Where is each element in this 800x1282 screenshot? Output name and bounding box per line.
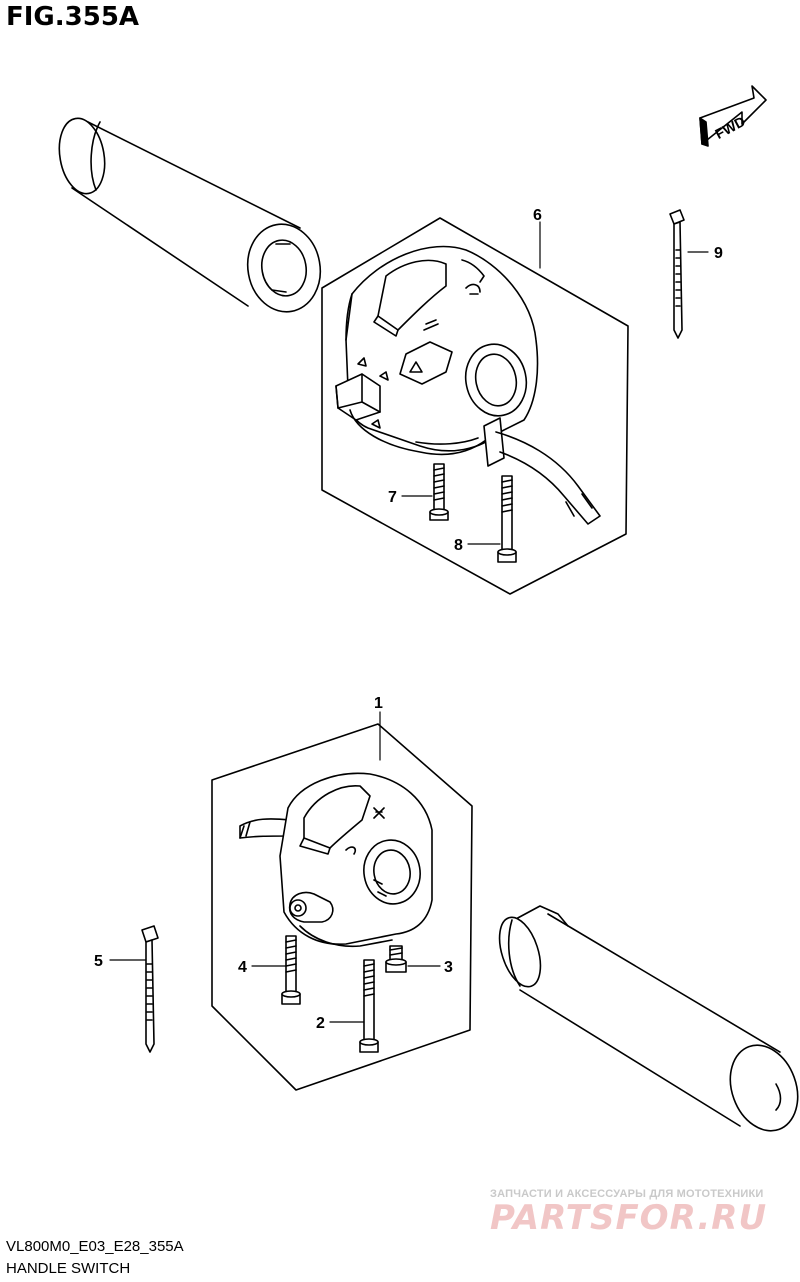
- handle-switch-1: [239, 772, 433, 948]
- callout-9: 9: [714, 245, 723, 262]
- screw-2: [359, 959, 379, 1053]
- cable-tie-5: [141, 925, 159, 1053]
- callout-2: 2: [316, 1015, 325, 1032]
- right-handle-grip: [498, 905, 799, 1132]
- fwd-direction-arrow: FWD: [699, 85, 767, 147]
- screw-4: [281, 935, 301, 1005]
- figure-name: HANDLE SWITCH: [6, 1260, 131, 1277]
- callout-4: 4: [238, 959, 247, 976]
- figure-title: FIG.355A: [6, 2, 140, 32]
- leader-lines: [109, 221, 709, 1023]
- left-handle-grip: [58, 117, 322, 313]
- watermark-tagline: ЗАПЧАСТИ И АКСЕССУАРЫ ДЛЯ МОТОТЕХНИКИ: [490, 1188, 764, 1200]
- watermark-logo: PARTSFOR.RU: [490, 1198, 768, 1238]
- callout-7: 7: [388, 489, 397, 506]
- screw-7: [429, 463, 449, 521]
- callout-1: 1: [374, 695, 383, 712]
- callout-8: 8: [454, 537, 463, 554]
- screw-3: [385, 945, 407, 973]
- callout-numbers: 6 9 7 8 1 4 3 2 5: [94, 207, 723, 1032]
- screw-8: [497, 475, 517, 563]
- cable-tie-9: [669, 209, 685, 339]
- callout-6: 6: [533, 207, 542, 224]
- switch-assembly-6-box: [321, 217, 629, 595]
- switch-assembly-1-box: [211, 723, 473, 1091]
- figure-model-code: VL800M0_E03_E28_355A: [6, 1238, 184, 1255]
- handle-switch-6: [335, 245, 601, 525]
- callout-3: 3: [444, 959, 453, 976]
- callout-5: 5: [94, 953, 103, 970]
